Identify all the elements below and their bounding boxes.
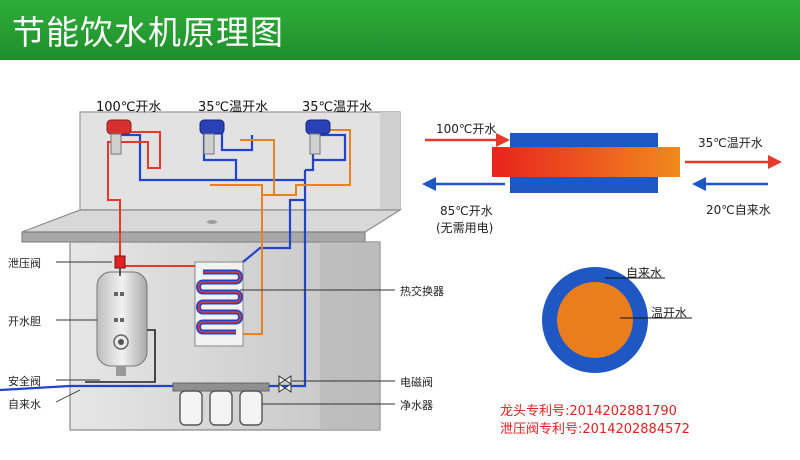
label-boiler: 开水胆 bbox=[8, 315, 41, 328]
faucet-warm-2 bbox=[305, 119, 331, 155]
label-boiler-in-2: (无需用电) bbox=[436, 221, 494, 235]
label-purifier: 净水器 bbox=[400, 399, 433, 412]
faucet-label-warm-2: 35℃温开水 bbox=[302, 100, 373, 115]
hot-water-pipes bbox=[107, 131, 195, 267]
label-pressure-valve: 泄压阀 bbox=[8, 257, 41, 270]
label-warm-out: 35℃温开水 bbox=[698, 136, 763, 150]
pressure-relief-valve bbox=[114, 255, 126, 276]
label-tap-water: 自来水 bbox=[8, 398, 41, 411]
water-purifiers bbox=[172, 382, 270, 426]
label-section-outer: 自来水 bbox=[626, 266, 663, 280]
label-boiler-in-1: 85℃开水 bbox=[440, 204, 493, 218]
faucet-label-warm-1: 35℃温开水 bbox=[198, 100, 269, 115]
heat-exchanger bbox=[194, 261, 244, 347]
page-title: 节能饮水机原理图 bbox=[12, 13, 284, 52]
title-banner: 节能饮水机原理图 bbox=[0, 0, 800, 60]
label-hot-in: 100℃开水 bbox=[436, 122, 497, 136]
label-safety-valve: 安全阀 bbox=[8, 375, 41, 388]
label-cold-in: 20℃自来水 bbox=[706, 203, 771, 217]
faucet-warm-1 bbox=[199, 119, 225, 155]
patent-faucet: 龙头专利号:2014202881790 bbox=[500, 404, 677, 419]
warm-water-pipes bbox=[210, 129, 351, 335]
safety-valve-pipe bbox=[85, 329, 156, 383]
label-heat-exchanger: 热交换器 bbox=[400, 285, 444, 298]
leader-lines bbox=[55, 261, 395, 405]
label-section-inner: 温开水 bbox=[651, 306, 688, 320]
flow-arrows bbox=[422, 133, 782, 191]
patent-valve: 泄压阀专利号:2014202884572 bbox=[500, 422, 690, 437]
cross-section bbox=[542, 267, 692, 373]
faucet-label-hot: 100℃开水 bbox=[96, 100, 162, 115]
boiler-tank bbox=[96, 271, 148, 376]
exchanger-illustration bbox=[492, 133, 680, 193]
label-solenoid-valve: 电磁阀 bbox=[400, 376, 433, 389]
solenoid-valve bbox=[278, 375, 292, 393]
drip-tray bbox=[21, 209, 403, 243]
faucet-hot bbox=[106, 119, 132, 155]
